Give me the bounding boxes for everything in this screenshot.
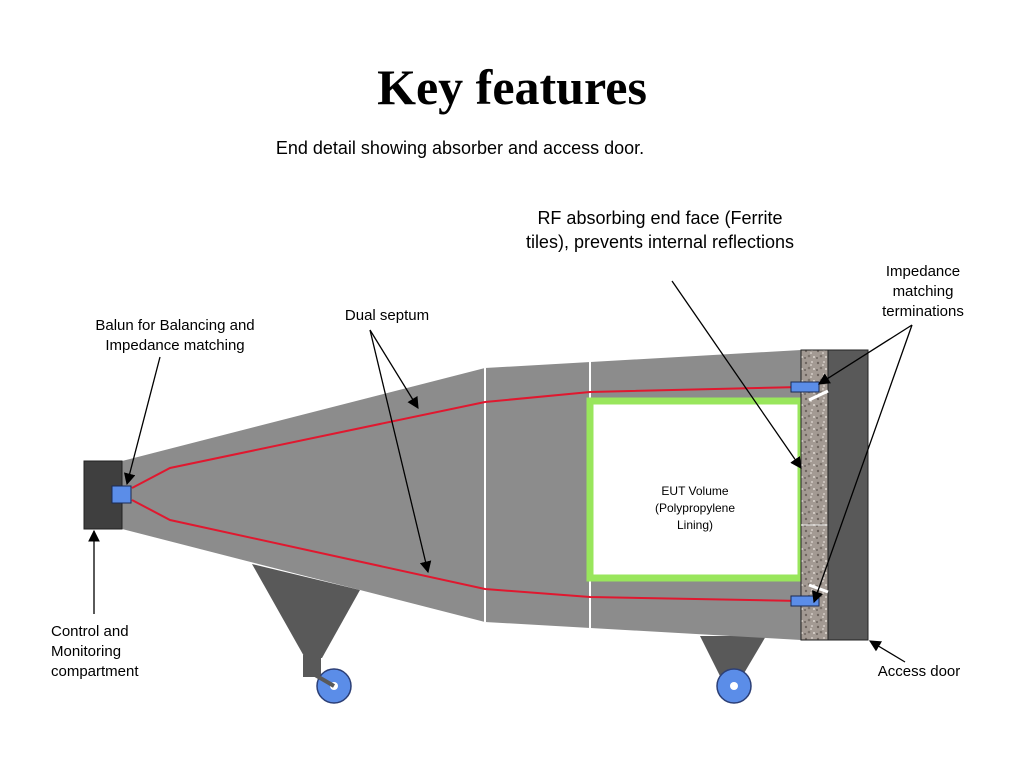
front-stand xyxy=(252,564,360,658)
access-door-label: Access door xyxy=(877,663,961,680)
front-wheel-link xyxy=(308,670,336,688)
control-compartment-label: Control and Monitoring compartment xyxy=(51,623,139,680)
rear-wheel xyxy=(716,668,752,704)
page-title: Key features xyxy=(377,59,647,115)
annotation-arrows xyxy=(88,280,913,663)
upper-termination xyxy=(790,381,820,393)
eut-volume xyxy=(586,397,805,582)
rf-absorber-label: RF absorbing end face (Ferrite tiles), p… xyxy=(525,208,795,252)
eut-volume-label: EUT Volume (Polypropylene Lining) xyxy=(654,484,736,532)
lower-septum xyxy=(131,499,802,602)
page-subtitle: End detail showing absorber and access d… xyxy=(275,138,645,158)
rear-stand xyxy=(700,636,766,680)
front-stand-leg xyxy=(303,655,321,677)
impedance-terminations-label: Impedance matching terminations xyxy=(882,263,964,320)
balun xyxy=(111,485,132,504)
access-door xyxy=(827,349,869,641)
balun-label: Balun for Balancing and Impedance matchi… xyxy=(95,317,255,354)
dual-septum-label: Dual septum xyxy=(344,307,430,324)
upper-septum xyxy=(131,386,802,489)
